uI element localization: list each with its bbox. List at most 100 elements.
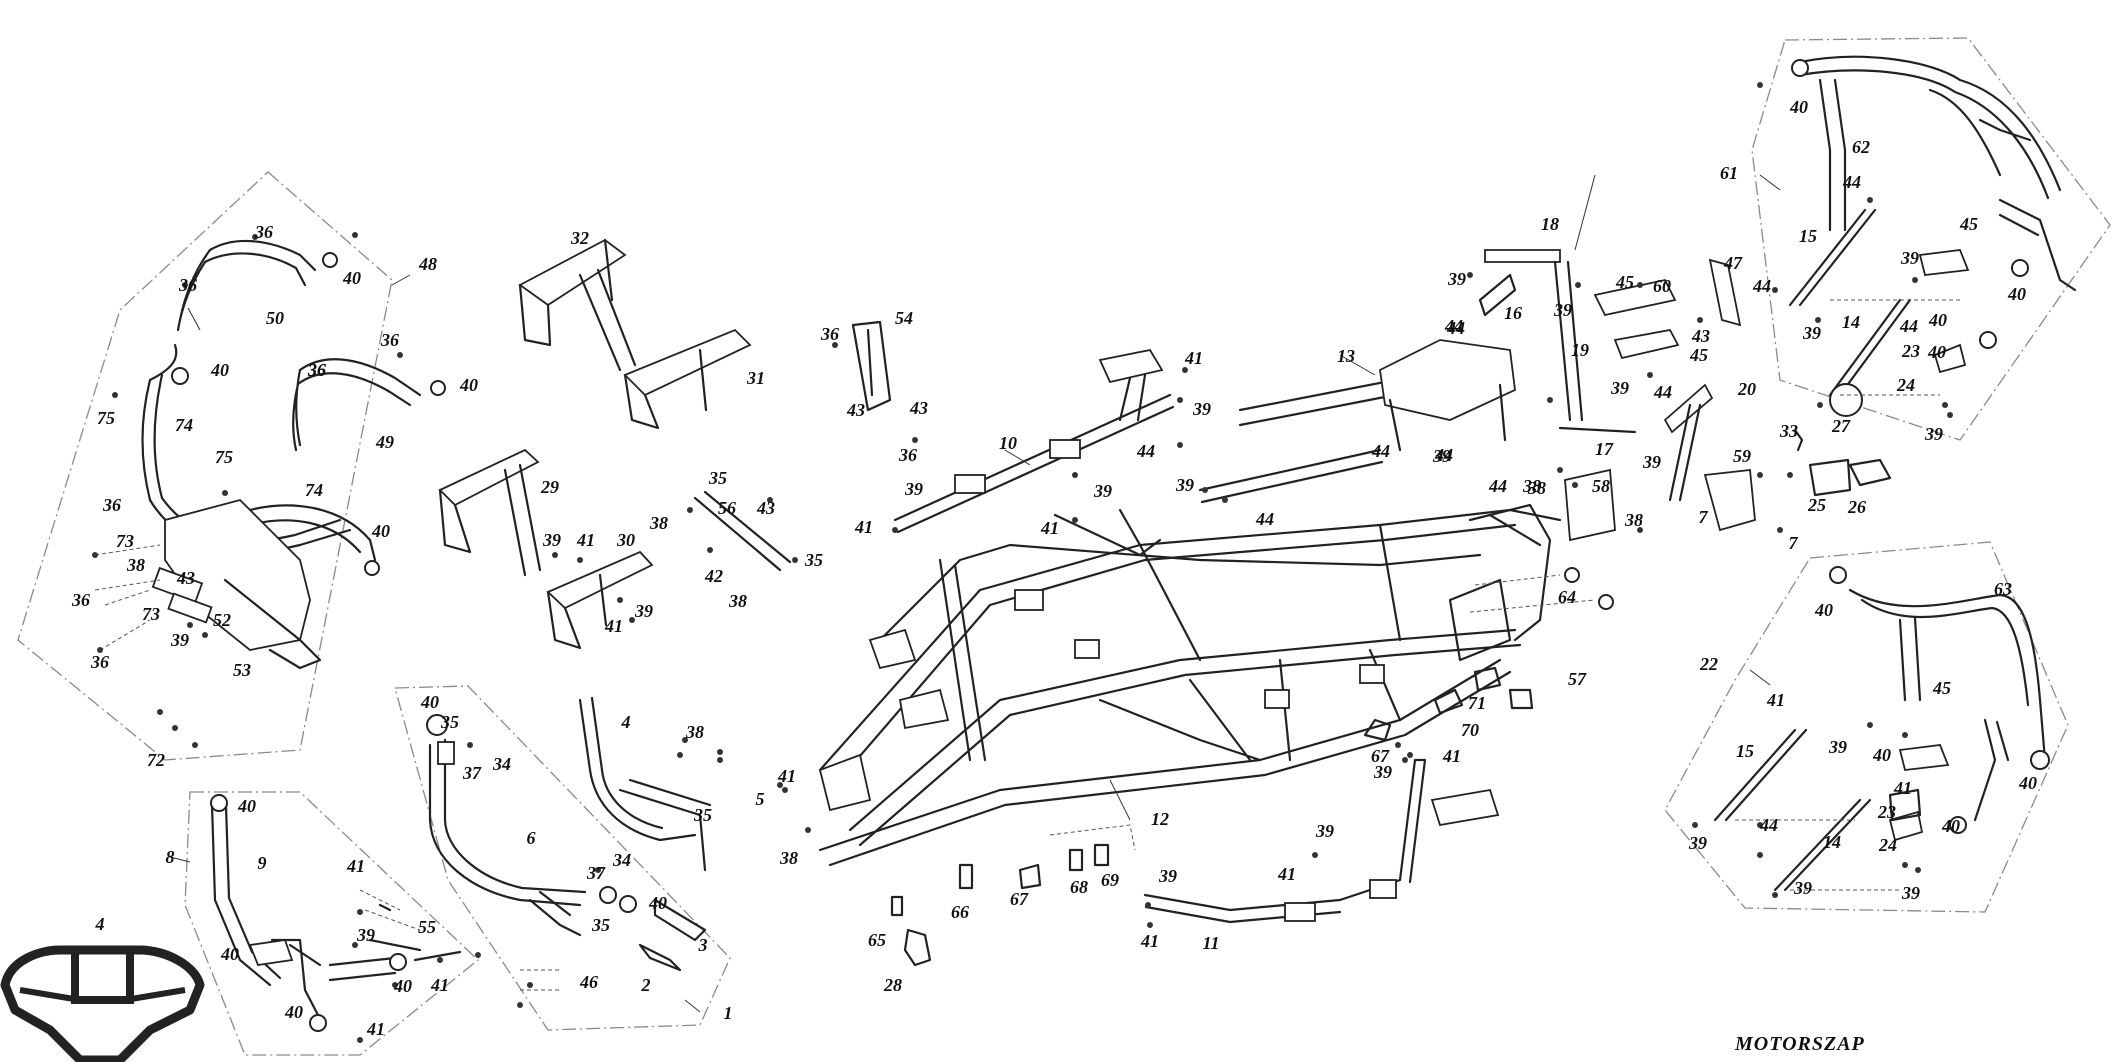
part-label: 61 (1720, 163, 1738, 183)
part-label: 40 (1929, 310, 1947, 330)
part-label: 74 (175, 415, 193, 435)
part-label: 39 (1689, 833, 1707, 853)
part-label: 14 (1823, 832, 1841, 852)
part-label: 38 (1528, 478, 1546, 498)
part-label: 40 (460, 375, 478, 395)
part-label: 39 (1176, 475, 1194, 495)
part-label: 48 (419, 254, 437, 274)
part-label: 39 (1901, 248, 1919, 268)
group-1-parts (426, 696, 712, 991)
part-label: 35 (441, 712, 459, 732)
part-label: 75 (215, 447, 233, 467)
part-label: 31 (747, 368, 765, 388)
part-label: 41 (1443, 746, 1461, 766)
rear-rack-61 (1788, 55, 2077, 497)
part-label: 36 (308, 360, 326, 380)
part-label: 26 (1848, 497, 1866, 517)
part-label: 17 (1595, 439, 1613, 459)
part-label: 36 (255, 222, 273, 242)
part-label: 40 (394, 976, 412, 996)
group-8-parts (210, 794, 462, 1032)
part-label: 39 (543, 530, 561, 550)
part-label: 39 (1794, 878, 1812, 898)
rear-rack-22 (1713, 566, 2050, 892)
part-label: 72 (147, 750, 165, 770)
part-label: 41 (1767, 690, 1785, 710)
part-label: 41 (431, 975, 449, 995)
part-label: 39 (1611, 378, 1629, 398)
part-label: 6 (526, 828, 536, 848)
part-label: 24 (1879, 835, 1897, 855)
part-label: 44 (1843, 172, 1861, 192)
part-label: 1 (723, 1003, 733, 1023)
part-label: 69 (1101, 870, 1119, 890)
part-label: 40 (1815, 600, 1833, 620)
part-label: 63 (1994, 579, 2012, 599)
part-label: 43 (1692, 326, 1710, 346)
part-label: 40 (372, 521, 390, 541)
bumper-thumbnail (0, 945, 205, 1062)
part-label: 57 (1568, 669, 1586, 689)
part-label: 36 (821, 324, 839, 344)
part-label: 41 (1185, 348, 1203, 368)
part-label: 44 (1753, 276, 1771, 296)
part-label: 40 (343, 268, 361, 288)
part-label: 44 (1489, 476, 1507, 496)
part-label: 41 (855, 517, 873, 537)
part-label: 54 (895, 308, 913, 328)
part-label: 36 (899, 445, 917, 465)
part-label: 35 (592, 915, 610, 935)
part-label: 41 (347, 856, 365, 876)
part-label: 41 (1141, 931, 1159, 951)
group-8-outline (184, 791, 479, 1056)
part-label: 39 (357, 925, 375, 945)
part-label: 40 (1942, 816, 1960, 836)
part-label: 39 (1094, 481, 1112, 501)
part-label: 39 (635, 601, 653, 621)
part-label: 47 (1724, 253, 1742, 273)
part-label: 39 (1159, 866, 1177, 886)
part-label: 18 (1541, 214, 1559, 234)
part-label: 23 (1878, 802, 1896, 822)
part-label: 3 (698, 935, 708, 955)
part-label: 44 (1900, 316, 1918, 336)
part-label: 43 (847, 400, 865, 420)
fasteners (92, 82, 1953, 1043)
part-label: 39 (1433, 446, 1451, 466)
part-label: 39 (1803, 323, 1821, 343)
part-label: 40 (285, 1002, 303, 1022)
part-label: 41 (577, 530, 595, 550)
part-label: 49 (376, 432, 394, 452)
part-label: 44 (1654, 382, 1672, 402)
part-label: 15 (1736, 741, 1754, 761)
part-label: 41 (1041, 518, 1059, 538)
part-label: 12 (1151, 809, 1169, 829)
part-label: 64 (1558, 587, 1576, 607)
part-label: 36 (103, 495, 121, 515)
part-label: 36 (91, 652, 109, 672)
part-label: 38 (650, 513, 668, 533)
part-label: 39 (1448, 269, 1466, 289)
part-label: 46 (580, 972, 598, 992)
part-label: 59 (1733, 446, 1751, 466)
part-label: 16 (1504, 303, 1522, 323)
part-label: 40 (1928, 342, 1946, 362)
part-label: 38 (1625, 510, 1643, 530)
group-22-outline (1664, 541, 2069, 913)
part-label: 37 (463, 763, 481, 783)
part-label: 20 (1738, 379, 1756, 399)
part-label: 39 (171, 630, 189, 650)
part-label: 23 (1902, 341, 1920, 361)
part-label: 38 (780, 848, 798, 868)
part-label: 39 (1316, 821, 1334, 841)
part-label: 39 (905, 479, 923, 499)
upper-right-parts (1469, 249, 1756, 613)
part-label: 34 (493, 754, 511, 774)
part-label: 66 (951, 902, 969, 922)
part-label: 8 (165, 847, 175, 867)
part-label: 39 (1374, 762, 1392, 782)
part-label: 30 (617, 530, 635, 550)
part-label: 14 (1842, 312, 1860, 332)
part-label: 44 (1760, 815, 1778, 835)
part-label: 35 (709, 468, 727, 488)
